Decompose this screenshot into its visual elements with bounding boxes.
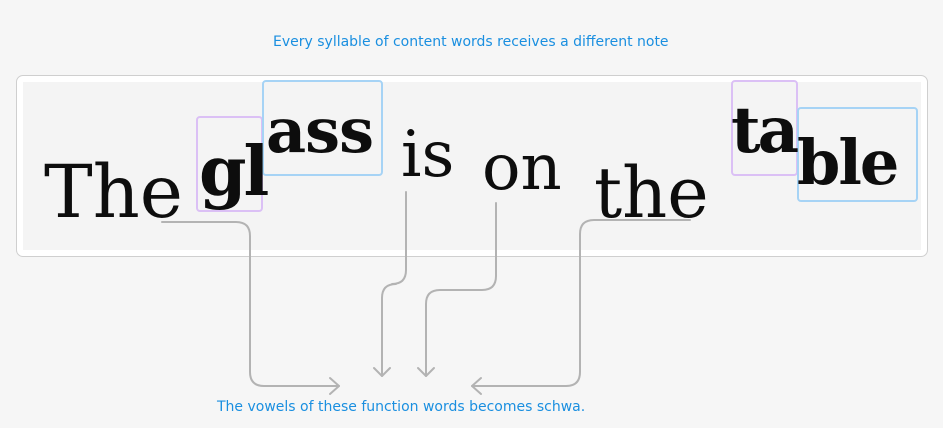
syllable-box-ble — [797, 107, 918, 202]
arrowhead-is — [373, 367, 391, 377]
syllable-ble: ble — [797, 126, 899, 199]
arrow-on — [425, 202, 497, 377]
arrow-the-second — [471, 219, 691, 387]
arrowhead-the-first — [329, 377, 340, 395]
word-is: is — [401, 118, 455, 192]
top-caption: Every syllable of content words receives… — [273, 34, 669, 50]
word-on: on — [482, 131, 562, 205]
word-the-second: the — [594, 152, 709, 234]
arrow-the-first — [161, 221, 340, 387]
syllable-ass: ass — [266, 94, 374, 167]
syllable-box-ass — [262, 80, 383, 176]
sentence-panel — [16, 75, 928, 257]
arrowhead-the-second — [471, 377, 482, 395]
syllable-ta: ta — [731, 93, 799, 168]
syllable-gl: gl — [199, 132, 269, 212]
arrowhead-on — [417, 367, 435, 377]
bottom-caption: The vowels of these function words becom… — [217, 399, 586, 415]
arrow-is — [381, 191, 407, 377]
word-the-first: The — [44, 150, 183, 235]
